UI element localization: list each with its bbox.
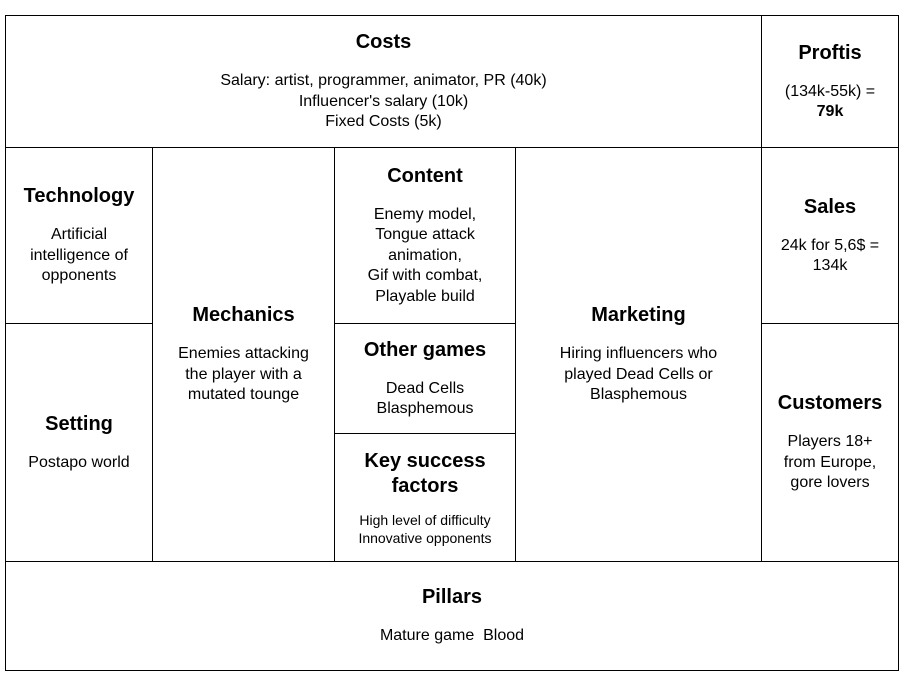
content-line: Enemy model, bbox=[373, 205, 477, 223]
sales-line: 24k for 5,6$ = bbox=[780, 236, 880, 254]
other-games-title: Other games bbox=[363, 338, 487, 361]
content-line: Tongue attack bbox=[375, 226, 475, 244]
other-games-line: Dead Cells bbox=[385, 379, 465, 397]
technology-line: Artificial bbox=[50, 226, 107, 244]
marketing-title: Marketing bbox=[591, 304, 686, 327]
setting-line: Postapo world bbox=[28, 453, 130, 471]
sales-box: Sales 24k for 5,6$ = 134k bbox=[761, 147, 899, 324]
mechanics-line: the player with a bbox=[185, 365, 302, 383]
customers-title: Customers bbox=[777, 392, 883, 415]
content-line: animation, bbox=[388, 246, 462, 264]
customers-line: Players 18+ bbox=[787, 433, 873, 451]
key-success-title: Key success bbox=[364, 449, 486, 472]
key-success-line: High level of difficulty bbox=[359, 511, 491, 528]
costs-box: Costs Salary: artist, programmer, animat… bbox=[5, 15, 762, 148]
sales-line: 134k bbox=[812, 257, 848, 274]
profits-value: 79k bbox=[816, 103, 844, 120]
costs-line: Salary: artist, programmer, animator, PR… bbox=[220, 72, 547, 90]
marketing-box: Marketing Hiring influencers who played … bbox=[515, 147, 762, 562]
pillars-title: Pillars bbox=[421, 586, 483, 609]
mechanics-line: mutated tounge bbox=[187, 386, 300, 404]
profits-formula: (134k-55k) = bbox=[784, 82, 876, 100]
content-line: Playable build bbox=[375, 287, 475, 305]
marketing-line: Hiring influencers who bbox=[559, 345, 718, 363]
pillars-line: Mature game Blood bbox=[379, 627, 525, 645]
setting-box: Setting Postapo world bbox=[5, 323, 153, 562]
key-success-title: factors bbox=[391, 474, 459, 497]
mechanics-title: Mechanics bbox=[192, 304, 295, 327]
technology-line: opponents bbox=[41, 267, 117, 285]
pillars-box: Pillars Mature game Blood bbox=[5, 561, 899, 671]
other-games-line: Blasphemous bbox=[376, 400, 474, 417]
mechanics-line: Enemies attacking bbox=[178, 345, 309, 363]
customers-box: Customers Players 18+ from Europe, gore … bbox=[761, 323, 899, 562]
setting-title: Setting bbox=[45, 412, 113, 435]
costs-line: Influencer's salary (10k) bbox=[298, 92, 469, 110]
key-success-box: Key success factors High level of diffic… bbox=[334, 433, 516, 562]
sales-title: Sales bbox=[803, 195, 857, 218]
content-title: Content bbox=[387, 164, 463, 187]
customers-line: from Europe, bbox=[783, 453, 877, 471]
technology-box: Technology Artificial intelligence of op… bbox=[5, 147, 153, 324]
profits-title: Proftis bbox=[798, 41, 862, 64]
profits-box: Proftis (134k-55k) = 79k bbox=[761, 15, 899, 148]
other-games-box: Other games Dead Cells Blasphemous bbox=[334, 323, 516, 434]
content-line: Gif with combat, bbox=[367, 267, 483, 285]
marketing-line: Blasphemous bbox=[590, 386, 687, 404]
content-box: Content Enemy model, Tongue attack anima… bbox=[334, 147, 516, 324]
technology-line: intelligence of bbox=[30, 246, 128, 264]
technology-title: Technology bbox=[23, 185, 135, 208]
customers-line: gore lovers bbox=[790, 474, 870, 492]
costs-title: Costs bbox=[355, 31, 412, 54]
marketing-line: played Dead Cells or bbox=[564, 365, 713, 383]
mechanics-box: Mechanics Enemies attacking the player w… bbox=[152, 147, 335, 562]
key-success-line: Innovative opponents bbox=[358, 529, 492, 546]
costs-line: Fixed Costs (5k) bbox=[325, 113, 442, 131]
